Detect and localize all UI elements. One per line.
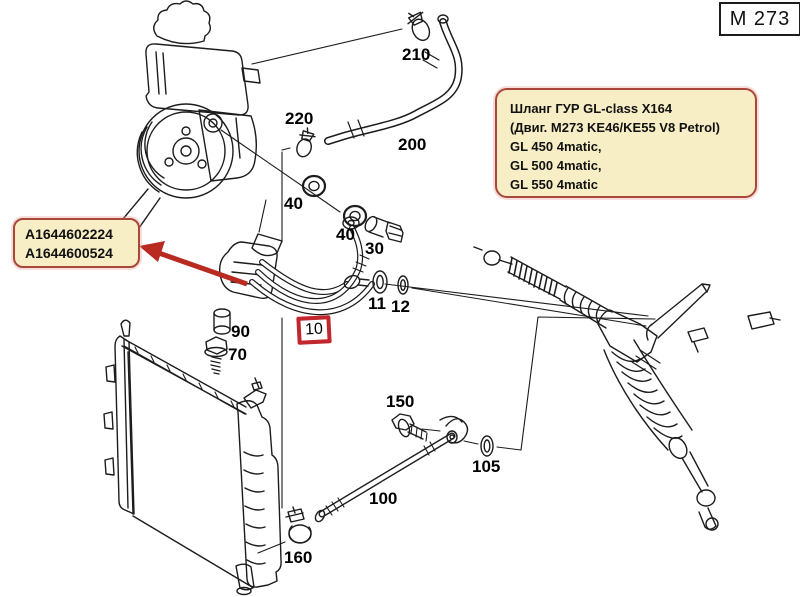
pipe-100-drawing: [314, 415, 469, 523]
highlighted-callout-10: 10: [296, 315, 332, 345]
callout-105: 105: [472, 457, 501, 476]
leader-lines: [220, 28, 656, 554]
oring-12-drawing: [397, 275, 409, 295]
washer-40b-drawing: [342, 204, 368, 228]
radiator-drawing: [103, 319, 282, 596]
clamp-160-drawing: [285, 506, 312, 544]
part-info-box: Шланг ГУР GL-class X164 (Двиг. M273 KE46…: [495, 88, 757, 198]
pointer-arrow: [139, 241, 248, 287]
callout-40-lower: 40: [336, 225, 355, 244]
pump-reservoir-drawing: [107, 0, 261, 249]
steering-rack-drawing: [473, 246, 781, 531]
oring-11-drawing: [372, 270, 388, 294]
callout-220: 220: [285, 109, 314, 128]
callout-70: 70: [228, 345, 247, 364]
callout-12: 12: [391, 297, 410, 316]
cap-90-drawing: [213, 308, 231, 335]
part-number-1: A1644602224: [25, 226, 113, 242]
banjo-bolt-30-drawing: [364, 215, 404, 243]
engine-code-box: M 273: [719, 2, 800, 36]
highlighted-callout-label: 10: [304, 320, 324, 339]
hose-assembly-10-drawing: [218, 216, 375, 316]
callout-150: 150: [386, 392, 415, 411]
info-line-model-3: GL 550 4matic: [510, 177, 598, 192]
callout-40-upper: 40: [284, 194, 303, 213]
washer-40a-drawing: [301, 174, 327, 198]
bolt-70-drawing: [204, 336, 228, 375]
callout-200: 200: [398, 135, 427, 154]
callout-11: 11: [368, 294, 386, 313]
oring-105-drawing: [480, 435, 494, 457]
callout-160: 160: [284, 548, 313, 567]
callout-210: 210: [402, 45, 431, 64]
info-line-engine: (Двиг. M273 KE46/KE55 V8 Petrol): [510, 120, 720, 135]
part-number-box: A1644602224 A1644600524: [13, 218, 140, 268]
clamp-210-drawing: [407, 11, 431, 42]
hose-200-drawing: [324, 14, 463, 145]
clamp-220-drawing: [296, 127, 316, 158]
bolt-150-drawing: [391, 413, 428, 442]
callout-90: 90: [231, 322, 250, 341]
callout-100: 100: [369, 489, 398, 508]
info-line-title: Шланг ГУР GL-class X164: [510, 101, 673, 116]
engine-code-label: M 273: [729, 7, 791, 30]
info-line-model-1: GL 450 4matic,: [510, 139, 602, 154]
part-number-2: A1644600524: [25, 245, 113, 261]
info-line-model-2: GL 500 4matic,: [510, 158, 602, 173]
callout-30: 30: [365, 239, 384, 258]
